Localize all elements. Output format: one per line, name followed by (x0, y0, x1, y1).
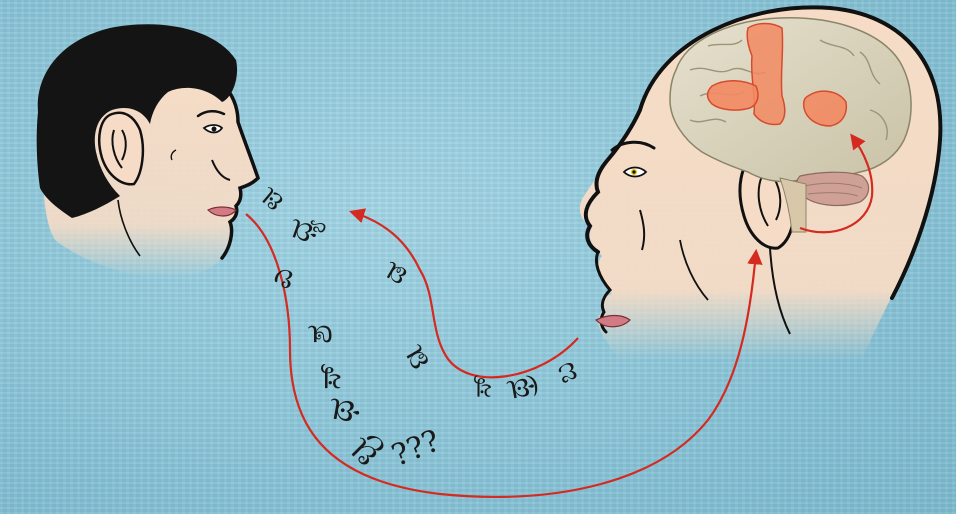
speech-glyph: ಸ್ (468, 374, 496, 398)
arrow-speech-to-listener (352, 212, 578, 377)
brocas-area (708, 81, 759, 110)
speech-glyph: ಶ (302, 324, 338, 344)
left-person-head (37, 24, 258, 278)
speech-glyph: ಸ್ (314, 362, 346, 389)
